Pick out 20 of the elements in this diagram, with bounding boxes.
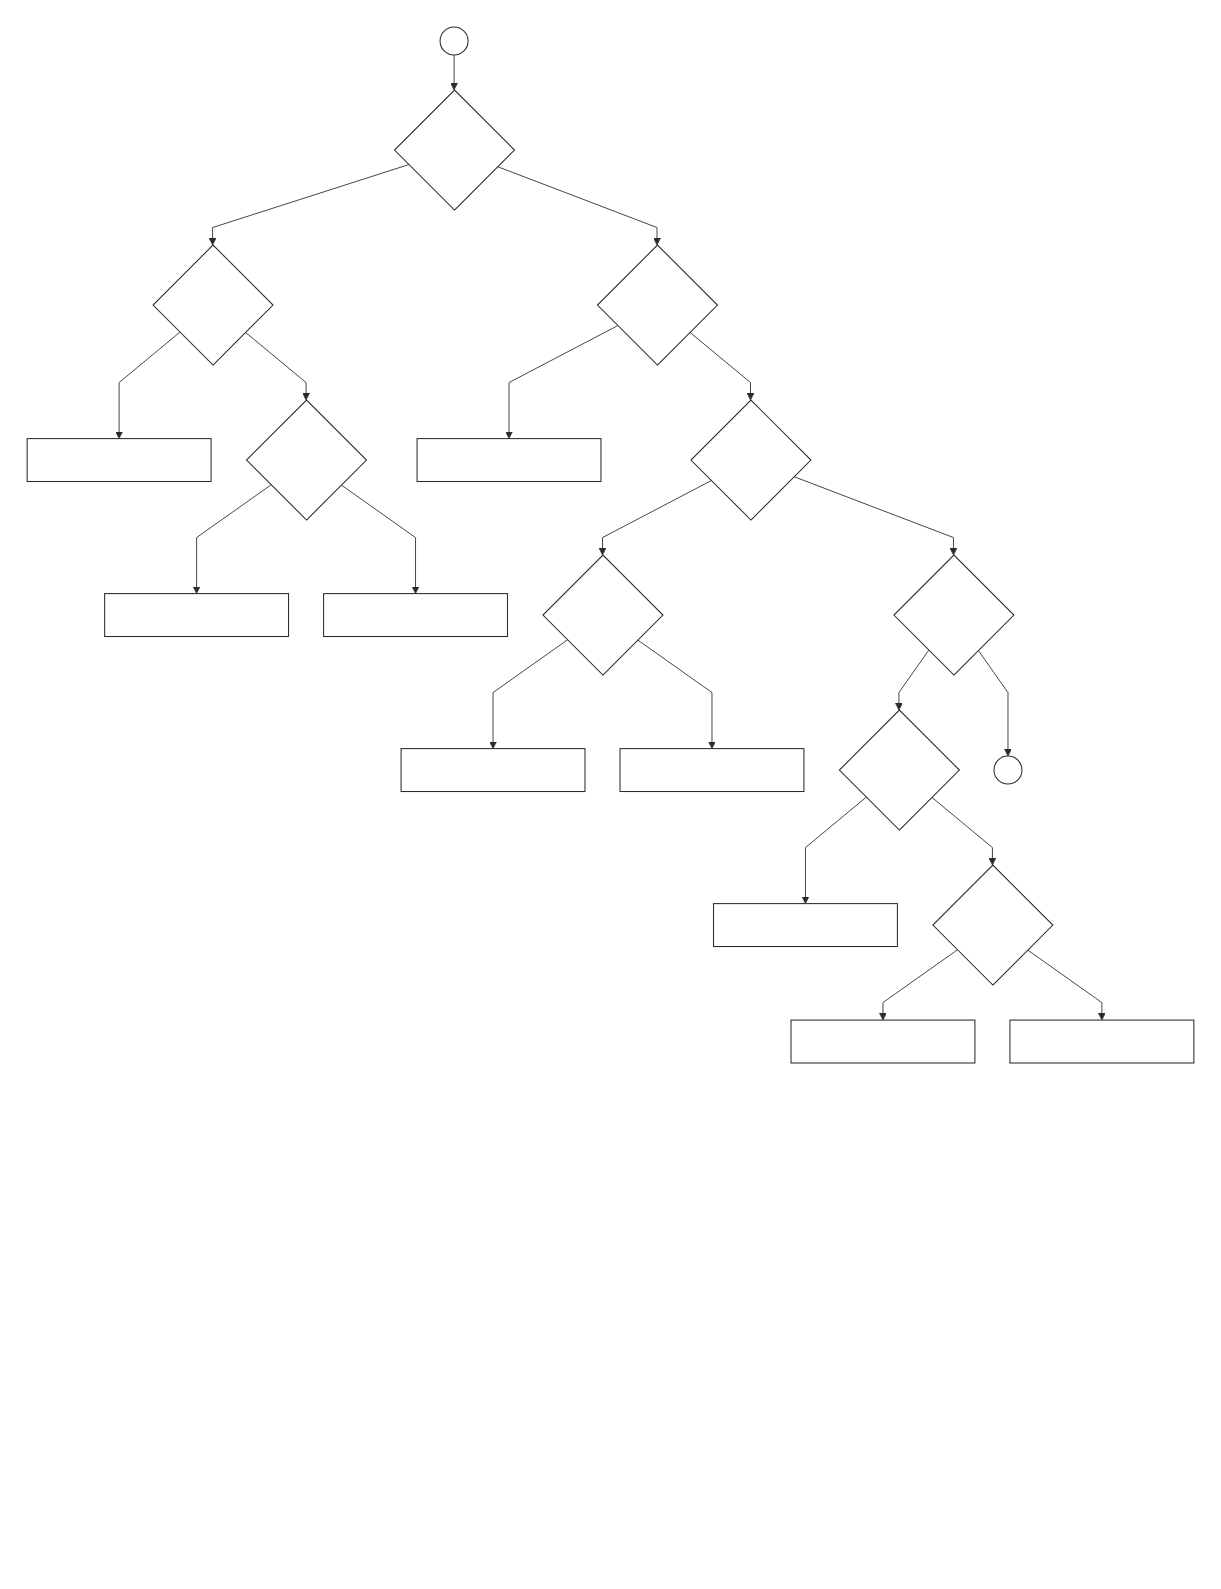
process-box <box>416 438 602 483</box>
connector-circle <box>993 755 1023 785</box>
process-box <box>400 748 586 793</box>
process-box <box>26 438 212 483</box>
decision-diamond <box>542 554 664 676</box>
decision-diamond <box>152 244 274 366</box>
decision-diamond <box>596 244 719 366</box>
decision-diamond <box>838 709 961 831</box>
process-box <box>790 1019 976 1064</box>
decision-diamond <box>245 399 368 521</box>
decision-diamond <box>690 399 812 521</box>
decision-diamond <box>932 864 1054 986</box>
connector-circle <box>439 26 469 56</box>
process-box <box>713 903 898 948</box>
process-box <box>1009 1019 1195 1064</box>
decision-diamond <box>893 554 1015 676</box>
process-box <box>323 593 508 638</box>
decision-diamond <box>393 89 516 211</box>
process-box <box>104 593 290 638</box>
process-box <box>619 748 805 793</box>
